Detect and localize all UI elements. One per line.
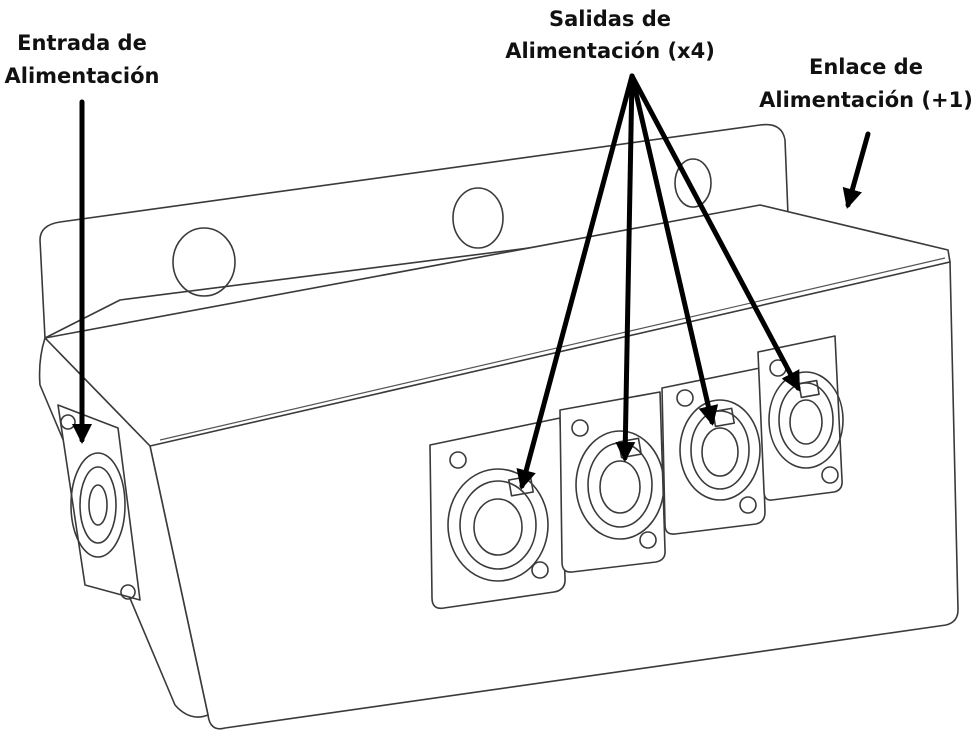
label-power-input-line1: Entrada de	[17, 31, 147, 55]
label-power-link-line1: Enlace de	[809, 55, 923, 79]
power-output-connector-1	[429, 417, 566, 610]
label-power-outputs-line1: Salidas de	[549, 7, 671, 31]
label-power-link: Enlace de Alimentación (+1)	[759, 55, 973, 112]
power-output-connector-2	[559, 391, 666, 573]
mounting-hole-left	[172, 227, 236, 297]
label-power-outputs: Salidas de Alimentación (x4)	[505, 7, 715, 63]
arrow-output-4	[629, 73, 801, 392]
mounting-bracket	[39, 123, 789, 339]
label-power-outputs-line2: Alimentación (x4)	[505, 39, 715, 63]
power-input-connector	[57, 404, 141, 601]
arrow-output-2	[615, 73, 636, 462]
arrow-output-3	[629, 73, 719, 426]
callout-arrows	[72, 73, 871, 490]
label-power-input-line2: Alimentación	[5, 64, 160, 88]
arrow-output-1	[516, 73, 635, 490]
mounting-hole-right	[674, 158, 712, 208]
label-power-input: Entrada de Alimentación	[5, 31, 160, 88]
power-output-connector-4	[757, 335, 844, 501]
mounting-hole-center	[452, 187, 504, 249]
power-output-connector-3	[661, 367, 766, 535]
arrow-link	[842, 131, 871, 209]
label-power-link-line2: Alimentación (+1)	[759, 88, 973, 112]
